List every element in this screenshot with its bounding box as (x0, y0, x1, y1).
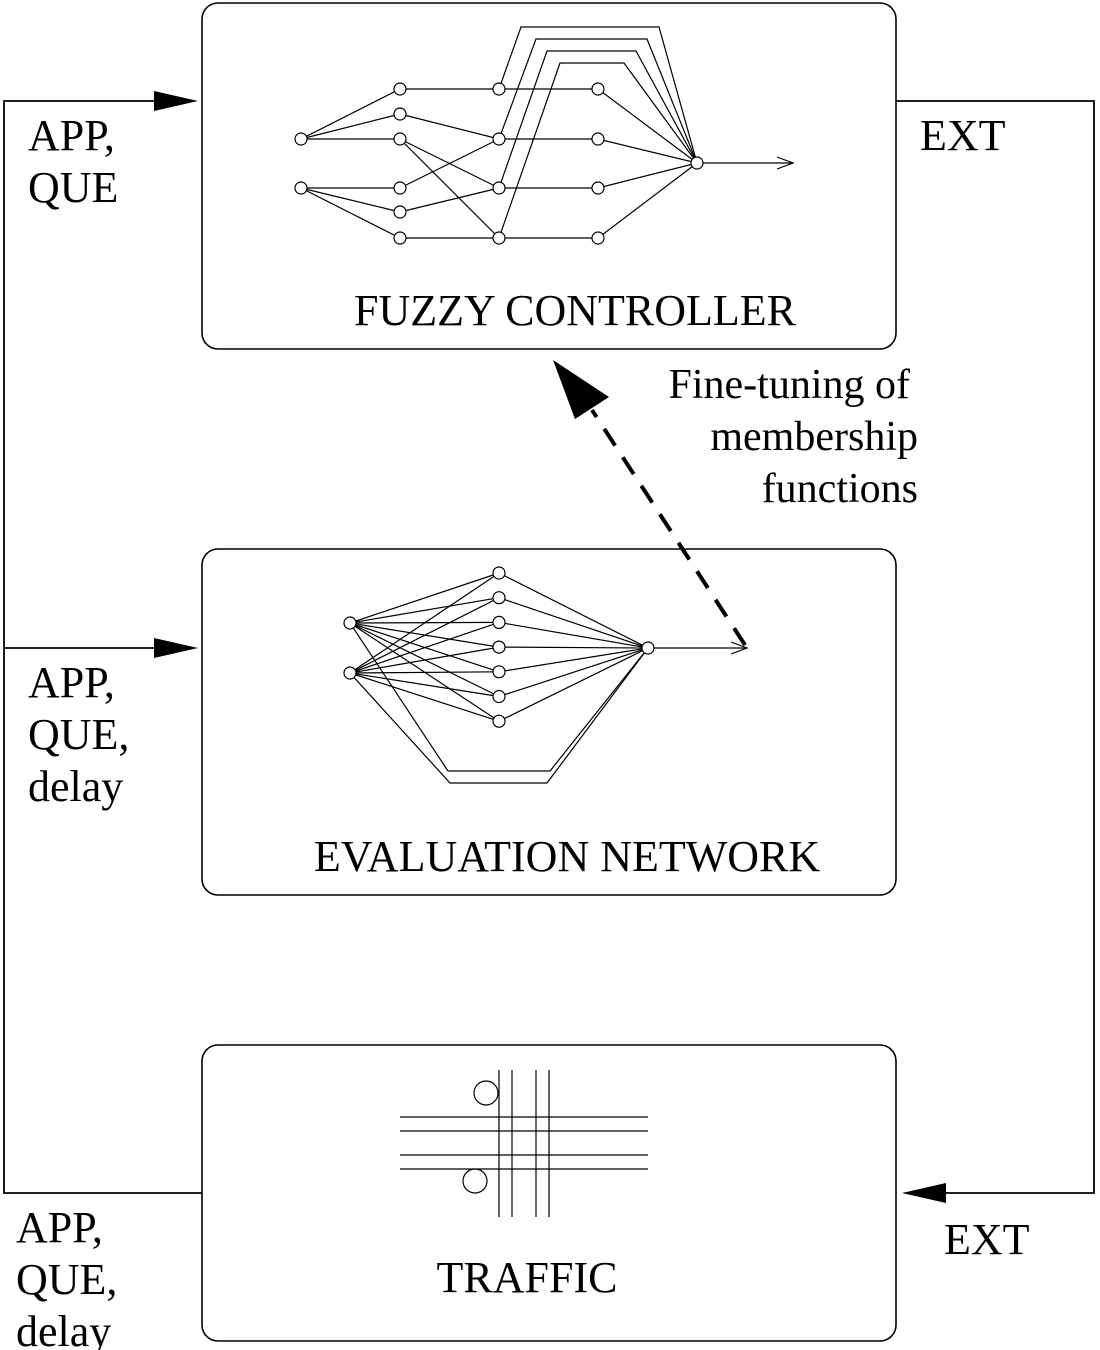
traffic-intersection-icon (400, 1070, 648, 1217)
fuzzy-input-arrowhead (154, 91, 198, 111)
fuzzy-output-label: EXT (920, 111, 1006, 160)
svg-text:QUE,: QUE, (28, 710, 129, 759)
evaluation-network-title: EVALUATION NETWORK (314, 832, 821, 881)
svg-text:QUE: QUE (28, 163, 118, 212)
vehicle-marker (462, 1168, 488, 1194)
eval-input-arrowhead (154, 638, 198, 658)
network-node (492, 665, 506, 679)
network-node (492, 615, 506, 630)
svg-text:delay: delay (16, 1307, 111, 1350)
network-node (492, 640, 506, 654)
traffic-input-label: EXT (944, 1215, 1030, 1264)
svg-text:APP,: APP, (16, 1203, 103, 1252)
evaluation-neural-network (343, 566, 749, 784)
fuzzy-controller-title: FUZZY CONTROLLER (354, 286, 797, 335)
network-node (641, 641, 655, 655)
network-node (343, 666, 357, 680)
traffic-output-label: APP, QUE, delay (16, 1203, 117, 1350)
network-node (492, 689, 506, 704)
svg-text:APP,: APP, (28, 111, 115, 160)
network-node (492, 566, 506, 580)
fuzzy-network (294, 26, 795, 245)
fine-tuning-dashed-arrow (590, 408, 747, 647)
eval-input-label: APP, QUE, delay (28, 658, 129, 811)
fine-tuning-note: Fine-tuning of membership functions (669, 362, 918, 512)
svg-text:functions: functions (762, 466, 918, 512)
svg-text:APP,: APP, (28, 658, 115, 707)
fuzzy-input-label: APP, QUE (28, 111, 118, 212)
svg-text:delay: delay (28, 762, 123, 811)
feedback-wires (3, 100, 1095, 1194)
fuzzy-controller-box (201, 2, 897, 350)
svg-text:Fine-tuning of: Fine-tuning of (669, 362, 910, 408)
svg-text:QUE,: QUE, (16, 1255, 117, 1304)
fine-tuning-arrowhead (553, 360, 609, 419)
vehicle-marker (473, 1080, 499, 1106)
traffic-title: TRAFFIC (437, 1253, 618, 1302)
network-node (492, 591, 506, 605)
network-node (343, 616, 357, 630)
traffic-input-arrowhead (902, 1183, 946, 1203)
svg-text:membership: membership (710, 414, 918, 460)
network-node (492, 714, 506, 728)
